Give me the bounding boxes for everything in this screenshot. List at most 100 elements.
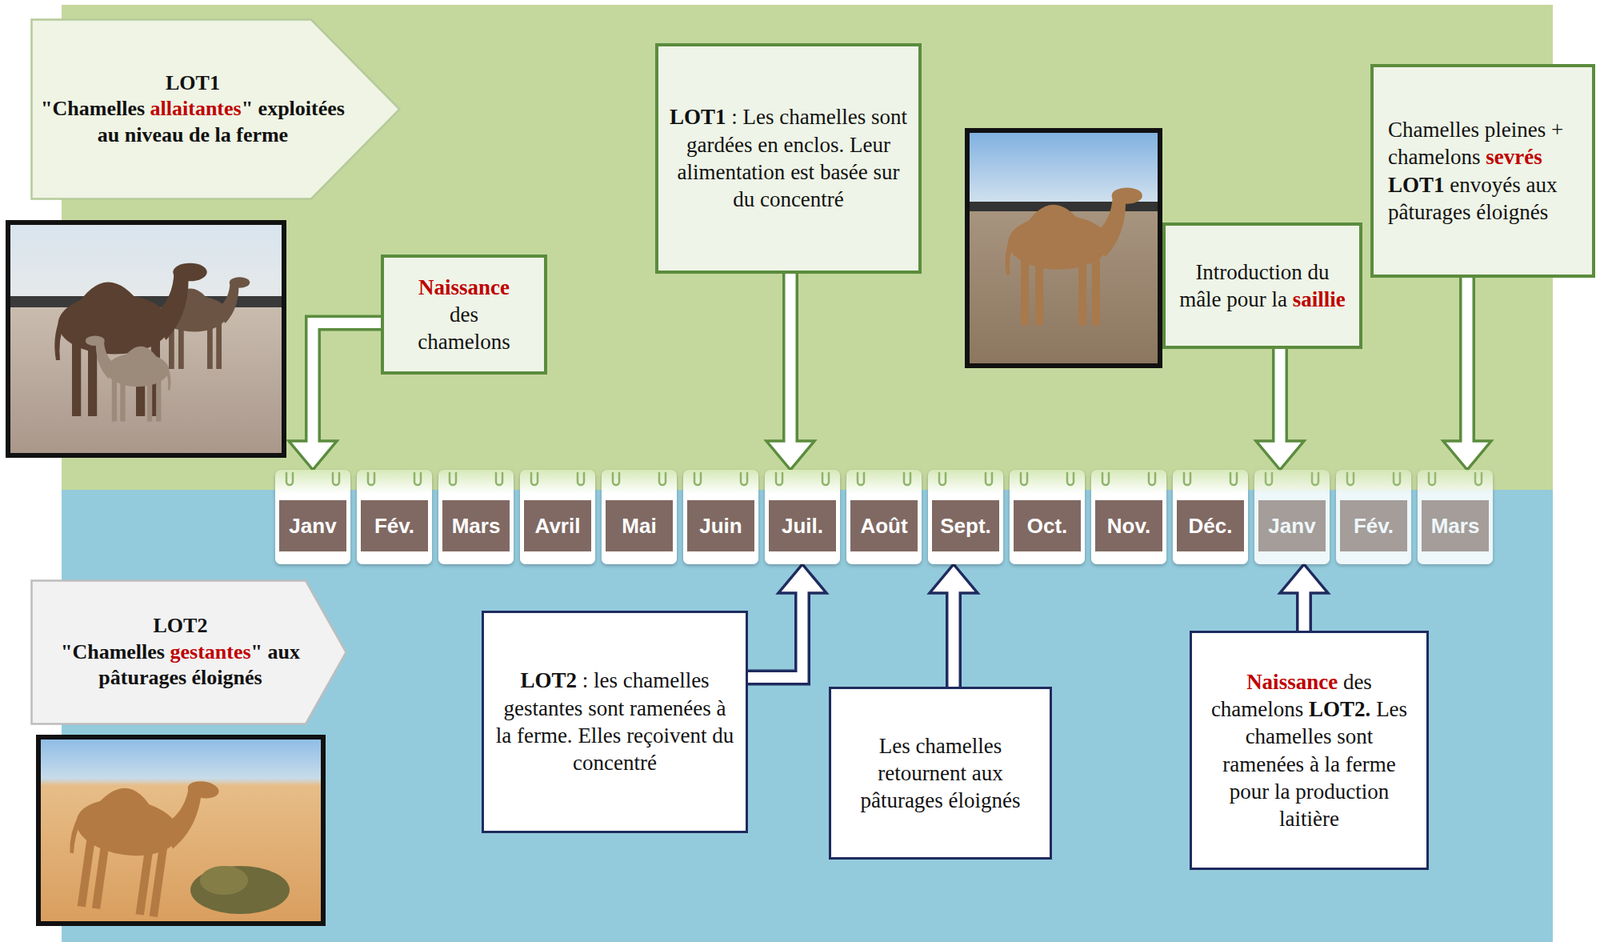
node-content: Naissance des chamelons LOT2. Les chamel… — [1192, 632, 1427, 868]
tile-rings — [683, 469, 759, 494]
banner-text: LOT1 — [38, 70, 348, 97]
timeline-box: Naissance des chamelons LOT2. Les chamel… — [1189, 630, 1429, 870]
box-text: Naissance des chamelons LOT2. Les chamel… — [1203, 668, 1416, 833]
month-tile: Avril — [520, 469, 596, 564]
emphasis-word: LOT1 — [669, 104, 727, 129]
node-content: Fév. — [1336, 469, 1412, 552]
photo-frame — [8, 222, 284, 456]
arrow-shaft-fill — [1299, 588, 1310, 631]
month-label: Juin — [687, 500, 755, 552]
block-arrow — [1443, 277, 1492, 470]
node-content: Naissance des chamelons — [384, 257, 544, 372]
box-text: LOT1 : Les chamelles sont gardées en enc… — [669, 103, 908, 213]
tile-ring — [1067, 472, 1074, 485]
emphasis-word: LOT2. — [1308, 696, 1371, 721]
month-tile: Oct. — [1009, 469, 1085, 564]
tile-ring — [286, 472, 293, 485]
month-label: Août — [850, 500, 918, 552]
tile-ring — [332, 472, 340, 485]
emphasis-word: Naissance — [418, 275, 510, 300]
arrow-shaft-outline — [312, 323, 381, 442]
arrow-shaft-fill — [785, 273, 796, 446]
block-arrow — [1280, 564, 1328, 631]
tile-ring — [1312, 472, 1319, 485]
node-content: Janv — [1254, 469, 1330, 552]
emphasis-word: LOT1 — [1388, 172, 1445, 197]
month-tile: Août — [846, 469, 922, 564]
arrow-shaft-fill — [312, 323, 381, 447]
tile-ring — [740, 472, 748, 485]
tile-rings — [1336, 469, 1412, 494]
banner-text: LOT2 — [38, 612, 323, 640]
node-content: Les chamelles retournent aux pâturages é… — [831, 688, 1050, 857]
node-content: Introduction du mâle pour la saillie — [1165, 225, 1360, 346]
timeline-box: Chamelles pleines + chamelons sevrés LOT… — [1370, 64, 1596, 278]
tile-ring — [1347, 472, 1354, 485]
node-content: Nov. — [1091, 469, 1167, 552]
tile-ring — [531, 472, 538, 485]
block-arrow — [748, 564, 827, 677]
tile-ring — [822, 472, 829, 485]
month-tile: Janv — [275, 469, 351, 564]
month-label: Oct. — [1013, 500, 1081, 552]
tile-ring — [694, 472, 701, 485]
month-label: Janv — [279, 500, 347, 552]
banner-text: "Chamelles allaitantes" exploitées au ni… — [38, 96, 348, 148]
tile-rings — [601, 469, 677, 494]
calf-figure — [85, 336, 172, 422]
photo-frame — [38, 736, 324, 924]
month-tile: Fév. — [1336, 469, 1412, 564]
box-text: LOT2 : les chamelles gestantes sont rame… — [495, 666, 735, 776]
node-content: Mars — [438, 469, 514, 552]
month-label: Fév. — [1340, 500, 1408, 552]
month-tile: Juil. — [764, 469, 840, 564]
camel-figure — [54, 263, 207, 416]
tile-ring — [1148, 472, 1156, 485]
tile-rings — [356, 469, 432, 494]
camel-figure — [1005, 187, 1143, 325]
tile-ring — [939, 472, 946, 485]
box-text: Les chamelles retournent aux pâturages é… — [842, 732, 1039, 815]
tile-ring — [1475, 472, 1482, 485]
tile-rings — [520, 469, 596, 494]
month-tile: Sept. — [928, 469, 1004, 564]
month-label: Nov. — [1095, 500, 1163, 552]
photo-grazing-camel — [38, 736, 324, 924]
tile-ring — [1184, 472, 1191, 485]
month-tile: Janv — [1254, 469, 1330, 564]
lot-banner: LOT2"Chamelles gestantes" aux pâturages … — [30, 579, 348, 725]
month-label: Avril — [524, 500, 592, 552]
month-tile: Fév. — [356, 469, 432, 564]
node-content: Janv — [275, 469, 351, 552]
node-content: Mai — [601, 469, 677, 552]
tile-rings — [1091, 469, 1167, 494]
photo-ground — [967, 130, 1160, 366]
block-arrow — [929, 564, 978, 687]
timeline-box: Introduction du mâle pour la saillie — [1162, 222, 1363, 349]
month-tile: Mars — [1417, 469, 1493, 564]
tile-ring — [904, 472, 911, 485]
tile-ring — [449, 472, 456, 485]
node-content: Déc. — [1172, 469, 1248, 552]
tile-ring — [368, 472, 375, 485]
photo-standing-camel — [967, 130, 1160, 366]
tile-ring — [414, 472, 421, 485]
photo-frame — [967, 130, 1160, 366]
node-content: LOT2 : les chamelles gestantes sont rame… — [484, 612, 746, 831]
tile-ring — [577, 472, 584, 485]
node-content: LOT1"Chamelles allaitantes" exploitées a… — [30, 18, 401, 200]
block-arrow — [288, 323, 381, 471]
month-label: Juil. — [768, 500, 836, 552]
tile-rings — [275, 469, 351, 494]
tile-ring — [985, 472, 992, 485]
tile-rings — [928, 469, 1004, 494]
month-label: Fév. — [360, 500, 428, 552]
month-tile: Juin — [683, 469, 759, 564]
photo-nursing-camel — [8, 222, 284, 456]
arrow-shaft-fill — [748, 588, 803, 677]
timeline-box: LOT1 : Les chamelles sont gardées en enc… — [655, 43, 922, 274]
timeline-box: Les chamelles retournent aux pâturages é… — [828, 686, 1052, 860]
month-tile: Nov. — [1091, 469, 1167, 564]
arrow-shaft-fill — [1275, 348, 1286, 446]
node-content: Sept. — [928, 469, 1004, 552]
